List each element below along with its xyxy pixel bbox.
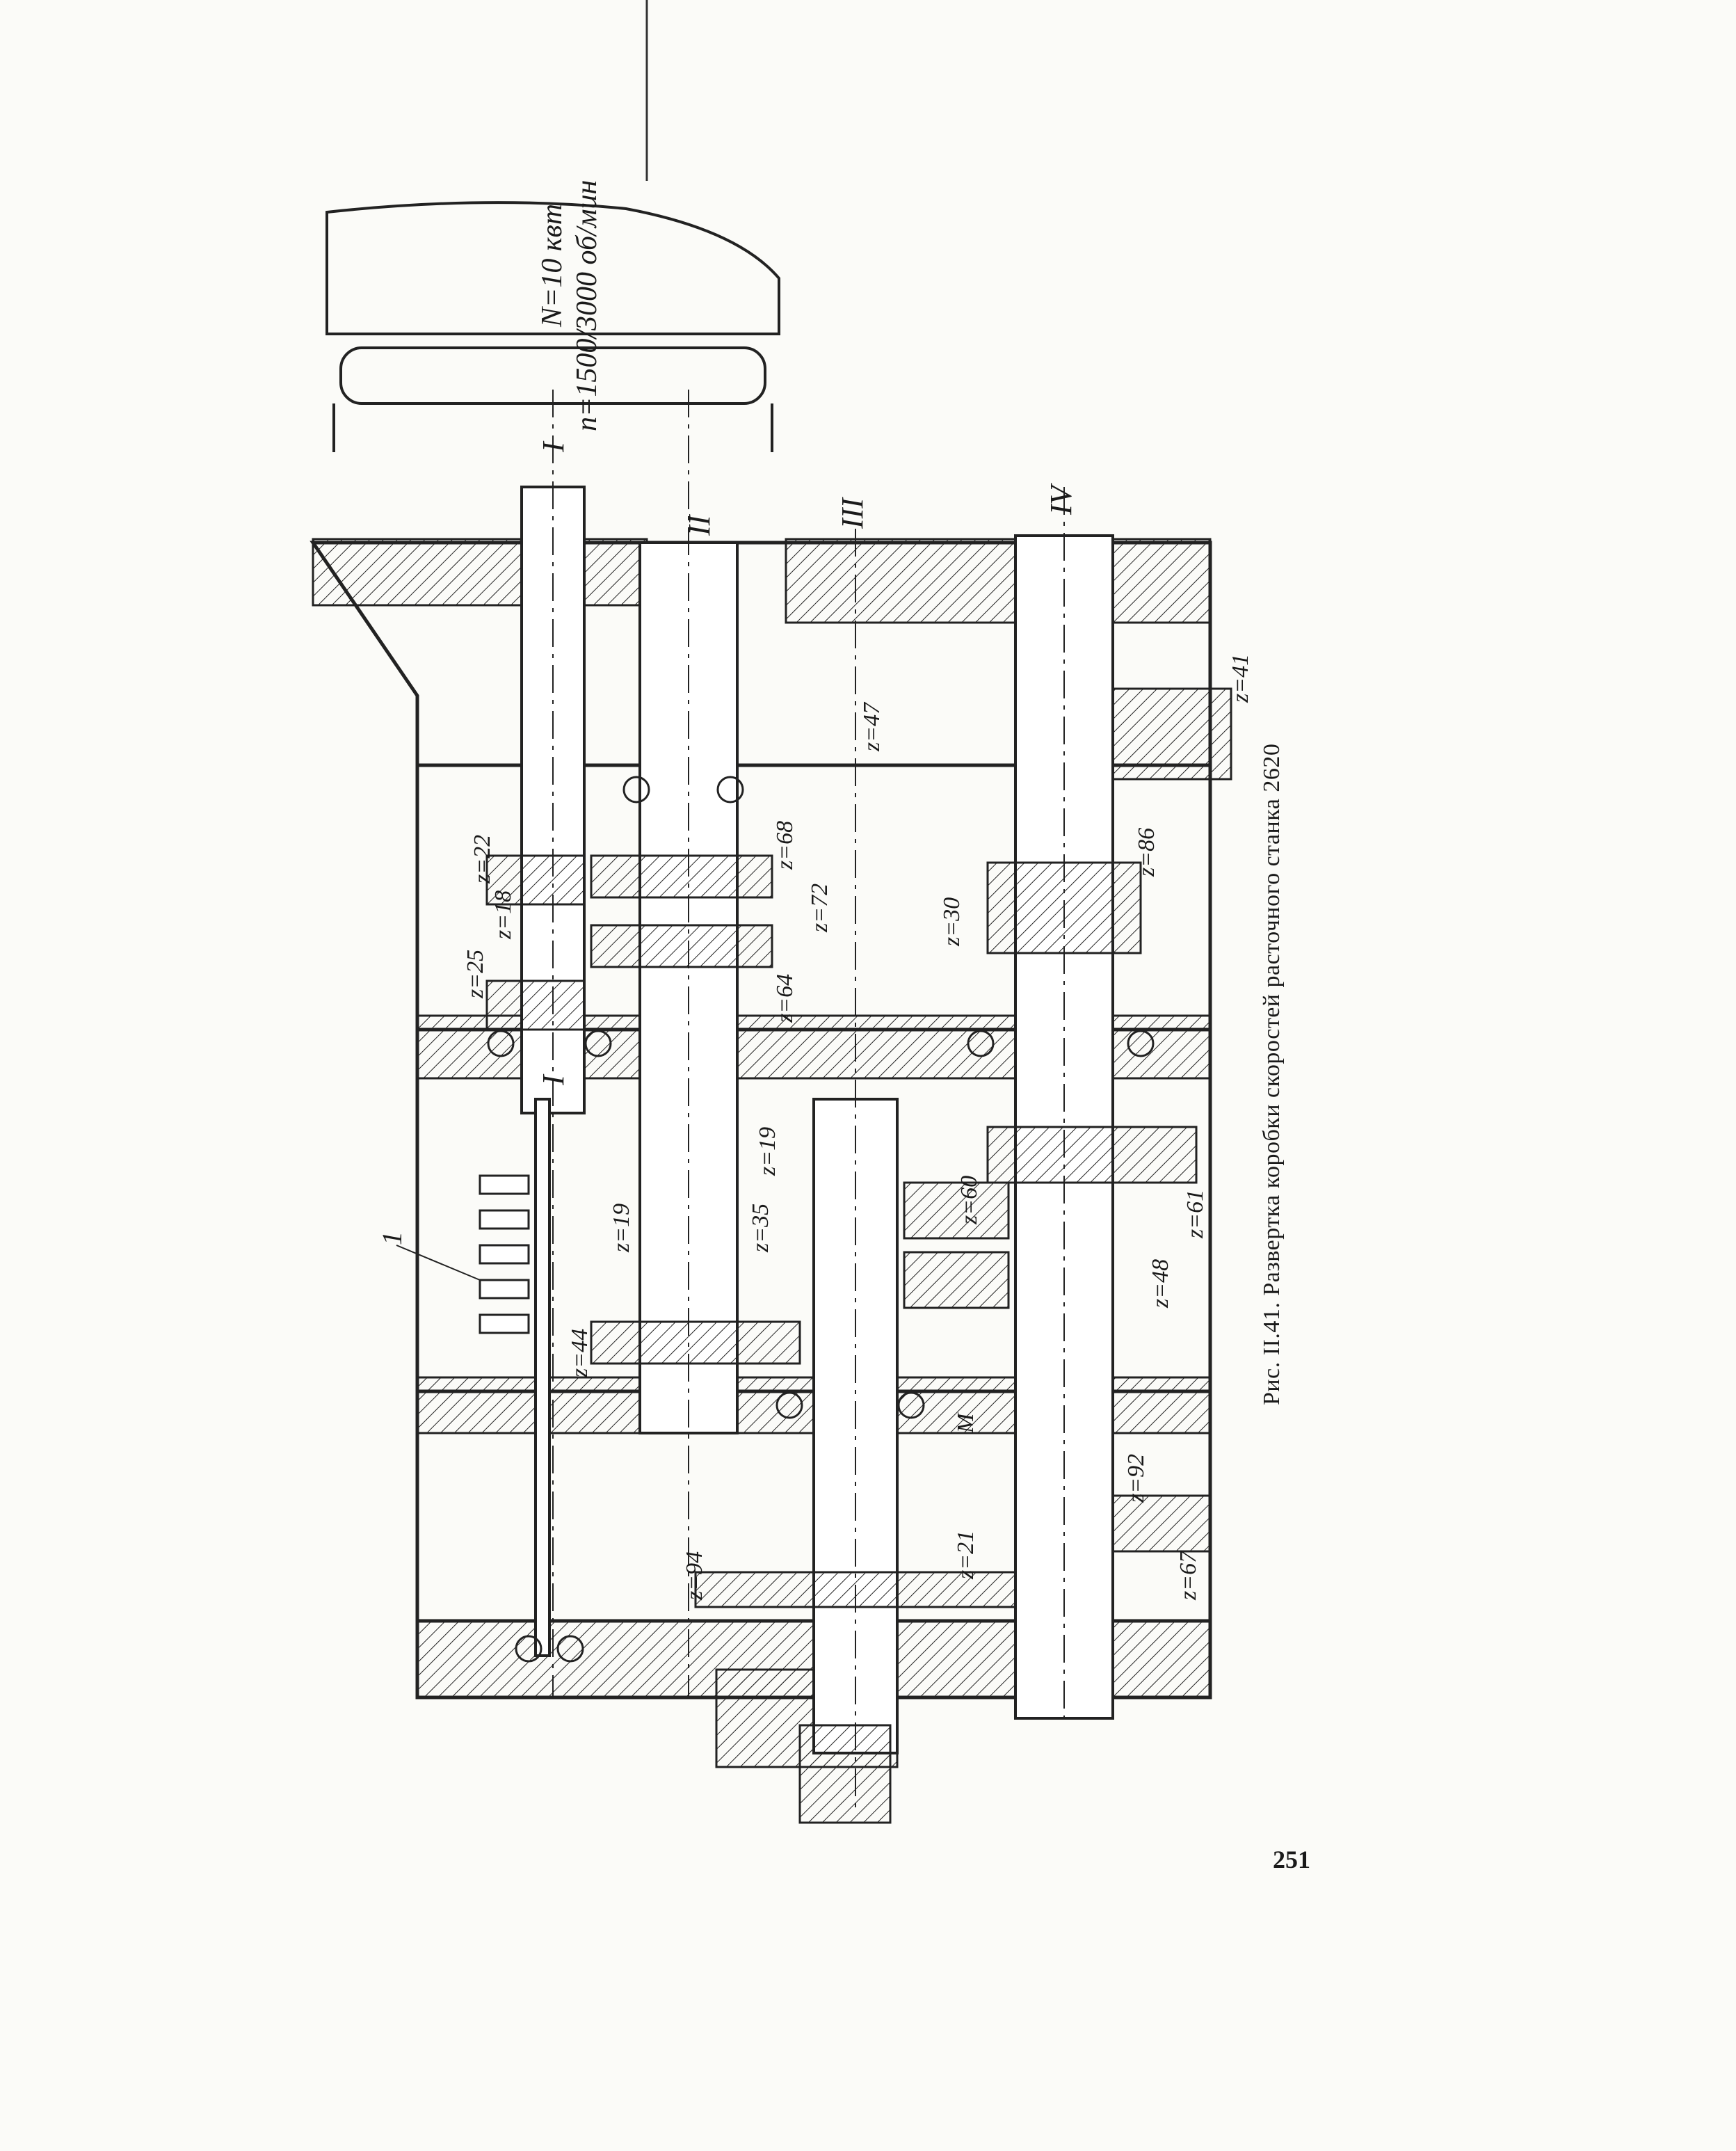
gear-label-z94: z=94 <box>682 1551 707 1600</box>
gear-label-z47: z=47 <box>859 702 885 751</box>
gears <box>485 687 1232 1608</box>
gear-label-z21: z=21 <box>953 1530 979 1579</box>
gear-block-9 <box>903 1251 1010 1309</box>
gear-label-z61: z=61 <box>1182 1189 1208 1238</box>
gear-label-z64: z=64 <box>772 973 798 1023</box>
figure-caption: Рис. II.41. Развертка коробки скоростей … <box>1259 743 1285 1405</box>
gear-block-3 <box>590 854 773 899</box>
gear-block-10 <box>590 1320 801 1365</box>
gear-label-z30: z=30 <box>939 897 965 946</box>
gear-label-z86: z=86 <box>1134 827 1159 877</box>
shaft-label-III: III <box>835 498 869 529</box>
part-1-leader <box>396 1245 481 1281</box>
shaft-label-II: II <box>682 515 716 536</box>
gear-label-z72: z=72 <box>807 883 833 932</box>
motor-power-label: N=10 квт <box>536 203 568 327</box>
shaft-label-I-lower: I <box>536 1075 570 1085</box>
shifter-rod <box>534 1098 551 1657</box>
gear-label-z67: z=67 <box>1175 1551 1201 1600</box>
gear-label-z60: z=60 <box>956 1175 982 1224</box>
gear-block-5 <box>986 861 1142 954</box>
shafts <box>520 486 1114 1754</box>
gear-label-z92: z=92 <box>1123 1453 1149 1503</box>
gear-label-z41: z=41 <box>1228 653 1253 703</box>
gear-label-z68: z=68 <box>772 820 798 870</box>
gear-label-z19-left: z=19 <box>609 1203 634 1252</box>
gear-label-z35: z=35 <box>748 1203 773 1252</box>
gear-label-z48: z=48 <box>1148 1258 1173 1308</box>
gear-label-z19-right: z=19 <box>755 1126 780 1176</box>
shifter-knobs <box>479 1174 530 1334</box>
gear-label-z25: z=25 <box>463 949 488 998</box>
gear-block-11 <box>1111 1494 1212 1553</box>
gear-block-6 <box>1111 687 1232 781</box>
gear-label-z18: z=18 <box>490 890 516 939</box>
gear-block-1 <box>485 854 586 906</box>
gear-block-4 <box>590 924 773 968</box>
part-label-1: 1 <box>376 1231 408 1245</box>
gear-block-7 <box>986 1126 1198 1184</box>
shaft-label-I: I <box>536 442 570 452</box>
shaft-label-IV: IV <box>1044 486 1078 515</box>
bearings <box>487 776 1155 1663</box>
gear-label-z22: z=22 <box>469 834 495 883</box>
output-pinion <box>798 1724 892 1824</box>
gear-label-z44: z=44 <box>567 1328 593 1377</box>
gear-block-12 <box>694 1571 1017 1608</box>
page-number: 251 <box>1273 1846 1310 1873</box>
clutch-label-M: M <box>953 1413 979 1433</box>
gear-block-2 <box>485 979 586 1031</box>
motor-speed-label: n=1500/3000 об/мин <box>571 179 603 431</box>
gear-block-8 <box>903 1181 1010 1240</box>
